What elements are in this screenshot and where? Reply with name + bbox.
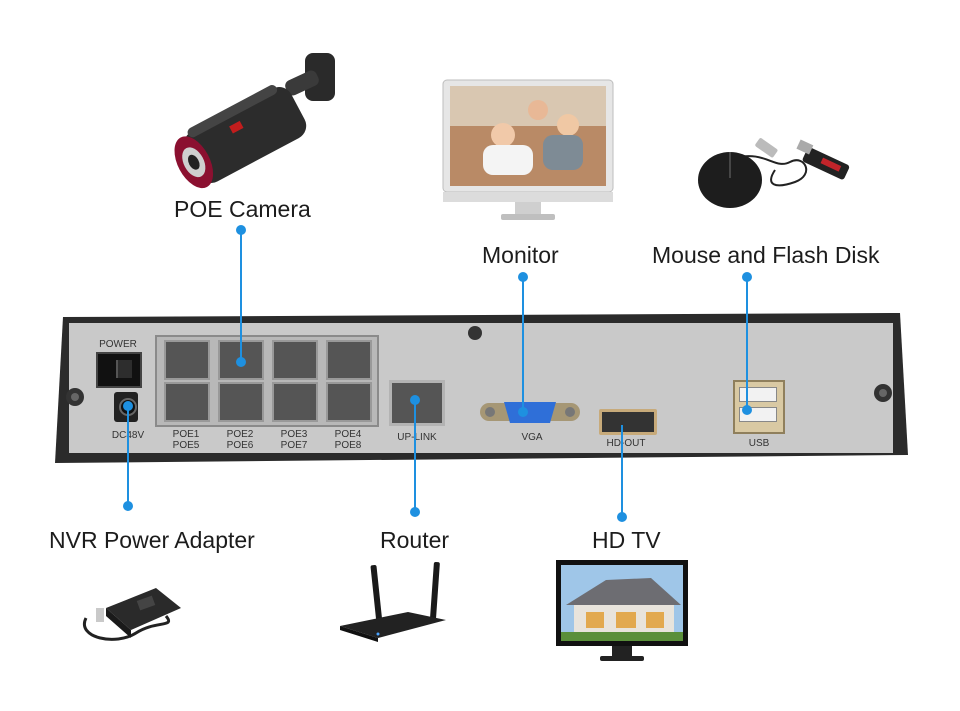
router-label: Router bbox=[380, 527, 450, 553]
hdtv-label: HD TV bbox=[592, 527, 661, 553]
poe-label-top: POE3 bbox=[280, 429, 308, 440]
poe-camera-label: POE Camera bbox=[174, 196, 311, 222]
connector-dot bbox=[236, 357, 246, 367]
hdmi-port bbox=[599, 409, 657, 435]
poe-camera-image bbox=[165, 45, 345, 189]
monitor-image bbox=[442, 79, 614, 222]
power-switch-rocker bbox=[116, 360, 132, 378]
poe-label-bottom: POE7 bbox=[280, 440, 308, 451]
poe-label-top: POE4 bbox=[334, 429, 362, 440]
power-label: POWER bbox=[99, 339, 137, 350]
hdtv-image bbox=[556, 560, 688, 666]
poe-port bbox=[164, 382, 210, 422]
connector-line bbox=[746, 277, 748, 410]
usb-slot bbox=[739, 387, 777, 402]
connector-line bbox=[127, 406, 129, 506]
connector-line bbox=[522, 277, 524, 413]
connector-dot bbox=[617, 512, 627, 522]
vga-label: VGA bbox=[521, 432, 543, 443]
monitor-label: Monitor bbox=[482, 242, 559, 268]
poe-label-bottom: POE8 bbox=[334, 440, 362, 451]
poe-label-top: POE2 bbox=[226, 429, 254, 440]
connector-dot bbox=[123, 501, 133, 511]
poe-port bbox=[326, 340, 372, 380]
mouse-flash-label: Mouse and Flash Disk bbox=[652, 242, 880, 268]
poe-port bbox=[272, 382, 318, 422]
power-adapter-label: NVR Power Adapter bbox=[49, 527, 255, 553]
usb-label: USB bbox=[748, 438, 770, 449]
connector-dot bbox=[410, 507, 420, 517]
connector-line bbox=[621, 425, 623, 517]
poe-label-bottom: POE5 bbox=[172, 440, 200, 451]
poe-port bbox=[326, 382, 372, 422]
poe-label-top: POE1 bbox=[172, 429, 200, 440]
router-image bbox=[338, 560, 448, 642]
poe-port bbox=[272, 340, 318, 380]
connector-line bbox=[240, 230, 242, 362]
connector-dot bbox=[742, 405, 752, 415]
poe-port bbox=[164, 340, 210, 380]
poe-label-bottom: POE6 bbox=[226, 440, 254, 451]
mouse-flash-image bbox=[695, 138, 855, 215]
connector-line bbox=[414, 400, 416, 512]
poe-port bbox=[218, 382, 264, 422]
uplink-label: UP-LINK bbox=[397, 432, 437, 443]
power-adapter-image bbox=[76, 578, 186, 648]
vga-port bbox=[480, 399, 580, 425]
connector-dot bbox=[518, 407, 528, 417]
hdout-label: HD-OUT bbox=[606, 438, 646, 449]
